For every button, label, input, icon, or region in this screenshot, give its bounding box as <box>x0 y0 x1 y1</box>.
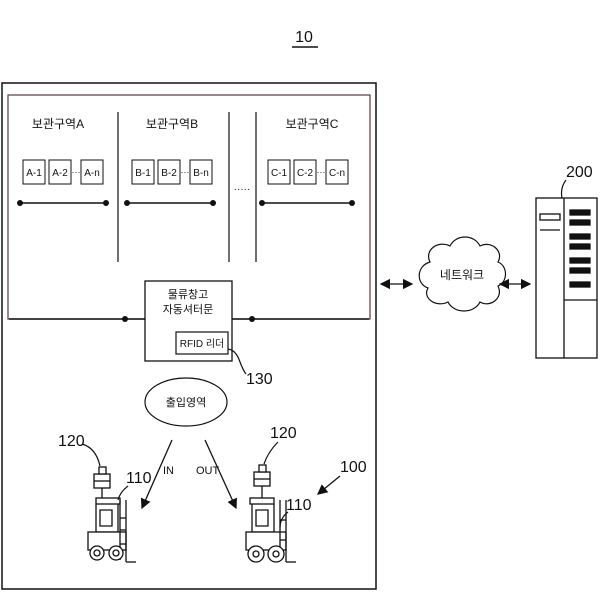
conveyor-end <box>124 200 130 206</box>
slot-ellipsis: ··· <box>181 167 190 177</box>
slot-ellipsis: ··· <box>72 167 81 177</box>
server-ref: 200 <box>566 164 593 181</box>
slot-label: B-2 <box>161 168 177 179</box>
zone-ellipsis: ····· <box>234 184 251 195</box>
figure-number: 10 <box>295 29 313 46</box>
conveyor-end <box>259 200 265 206</box>
rfid-reader-ref: 130 <box>246 371 273 388</box>
conveyor-end <box>210 200 216 206</box>
forklift-left-body-ref: 110 <box>126 470 152 487</box>
rfid-reader-label: RFID 리더 <box>180 338 225 350</box>
slot-label: C-2 <box>297 168 314 179</box>
zone-label-b: 보관구역B <box>146 117 198 131</box>
conveyor-end <box>103 200 109 206</box>
out-label: OUT <box>196 465 220 477</box>
forklift-right-body-ref: 110 <box>286 497 312 514</box>
system-ref: 100 <box>340 459 367 476</box>
slot-label: C-n <box>329 168 345 179</box>
slot-label: B-n <box>193 168 209 179</box>
forklift-right-tag-leader <box>264 442 278 464</box>
shutter-door-label-line2: 자동셔터문 <box>163 303 214 316</box>
server <box>536 198 597 358</box>
zone-label-a: 보관구역A <box>32 117 84 131</box>
forklift-left-tag-ref: 120 <box>58 433 85 450</box>
slot-label: A-n <box>84 168 100 179</box>
in-label: IN <box>163 465 174 477</box>
entry-area-label: 출입영역 <box>166 396 206 409</box>
shutter-rail-end <box>122 316 128 322</box>
slot-label: B-1 <box>135 168 151 179</box>
shutter-door-label-line1: 물류창고 <box>168 288 208 301</box>
slot-label: C-1 <box>271 168 288 179</box>
slot-ellipsis: ··· <box>317 167 326 177</box>
forklift-right-tag-ref: 120 <box>270 425 297 442</box>
server-ref-leader <box>562 180 567 198</box>
network-label: 네트워크 <box>440 268 484 282</box>
zone-label-c: 보관구역C <box>286 117 339 131</box>
slot-label: A-2 <box>52 168 68 179</box>
shutter-rail-end <box>249 316 255 322</box>
system-ref-arrow <box>318 476 340 494</box>
conveyor-end <box>349 200 355 206</box>
slot-label: A-1 <box>26 168 42 179</box>
conveyor-end <box>17 200 23 206</box>
